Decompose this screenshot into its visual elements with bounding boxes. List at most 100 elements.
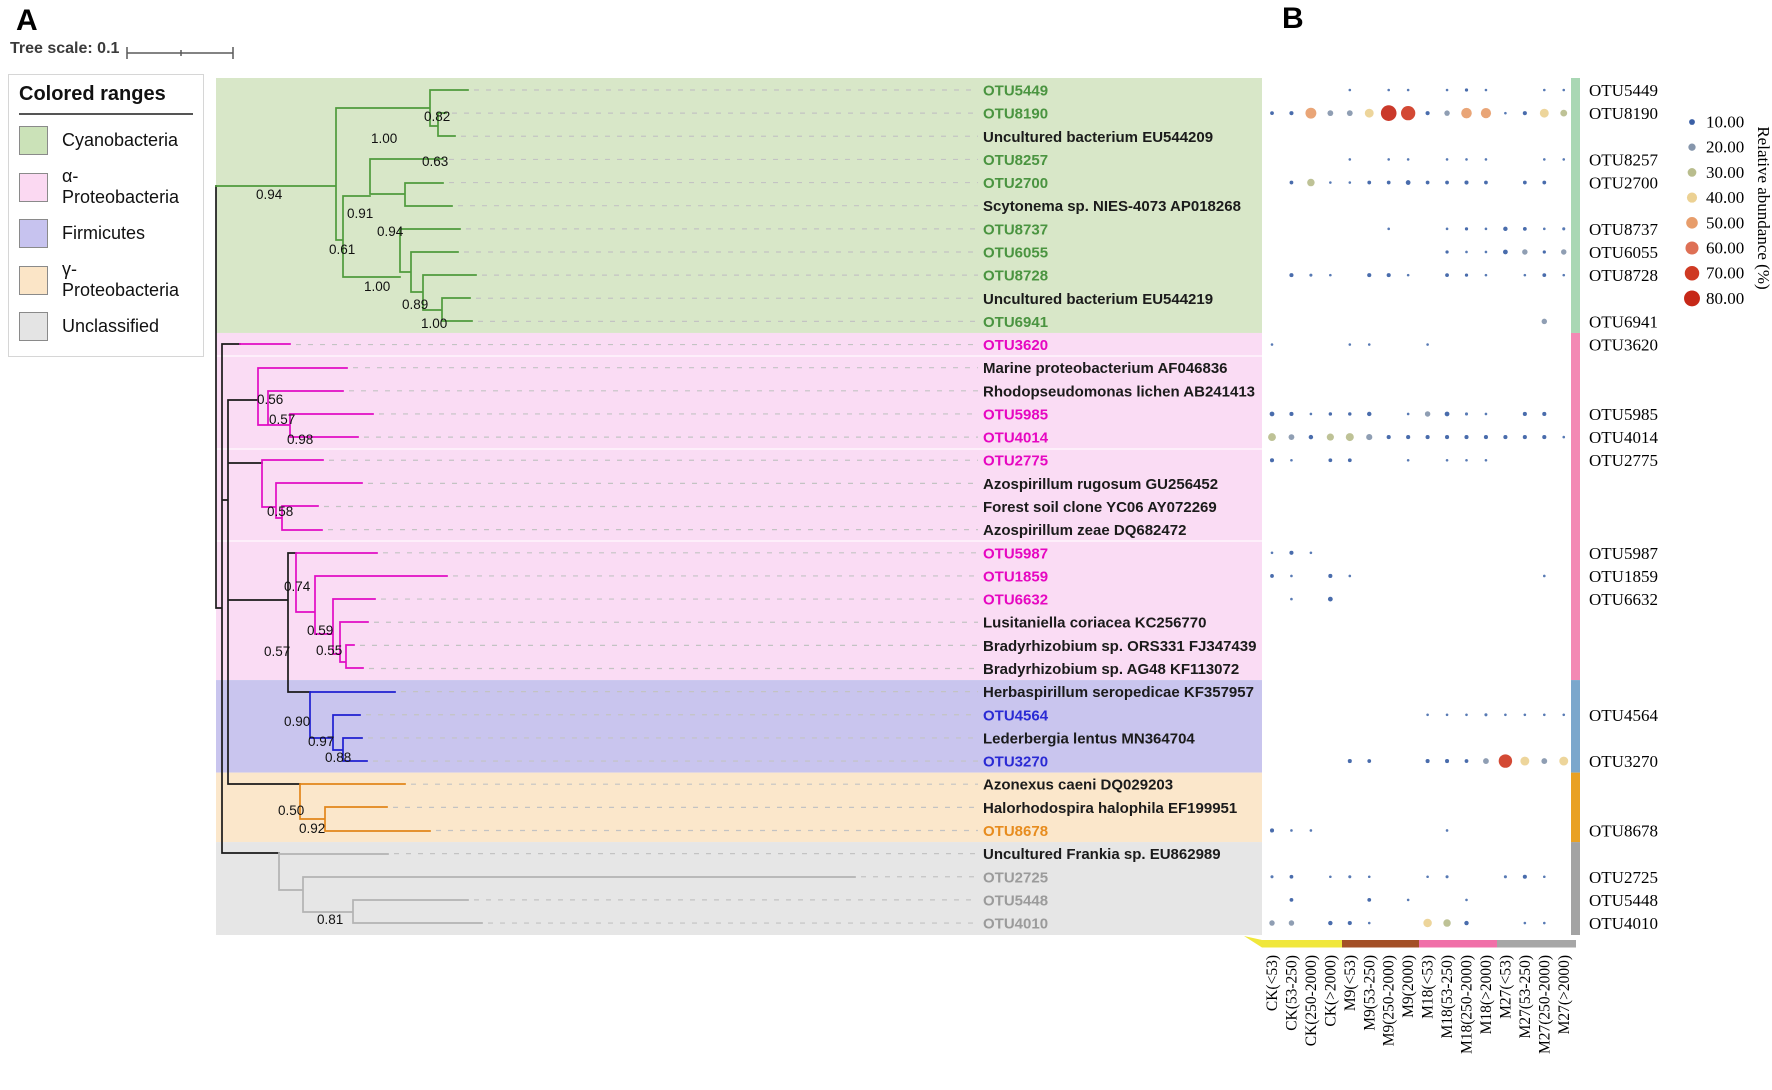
bubble [1347,759,1352,764]
bubble [1406,898,1410,902]
bubble [1348,412,1352,416]
bubble [1406,458,1410,462]
otu-row-label: OTU5987 [1589,544,1658,563]
bubble [1504,111,1507,115]
bubble [1445,180,1449,185]
bootstrap-value: 0.57 [269,412,295,427]
column-label: M18(>2000) [1478,955,1495,1034]
legend-item-cyanobacteria: Cyanobacteria [19,126,193,155]
tip-label: OTU2725 [983,869,1048,886]
bootstrap-value: 0.94 [377,224,404,239]
otu-row-label: OTU6055 [1589,243,1658,262]
bubble [1465,713,1468,717]
tip-label: OTU8678 [983,823,1048,840]
bootstrap-value: 0.97 [308,734,334,749]
otu-row-label: OTU2700 [1589,174,1658,193]
bubble [1406,273,1410,277]
bubble [1484,227,1488,231]
bubble [1484,88,1488,92]
tip-label: OTU5987 [983,545,1048,562]
bubble [1307,178,1315,187]
bubble [1406,435,1411,440]
bootstrap-value: 1.00 [364,279,390,294]
bubble [1328,412,1333,416]
bubble [1562,273,1566,277]
tip-label: OTU2700 [983,175,1048,192]
bootstrap-value: 0.57 [264,644,290,659]
abundance-legend-value: 60.00 [1706,239,1744,258]
bubble [1498,754,1513,768]
column-group-strip [1419,940,1497,948]
column-labels: CK(<53)CK(53-250)CK(250-2000)CK(>2000)M9… [1264,955,1573,1054]
bubble [1290,829,1293,832]
bubble [1348,88,1352,92]
legend-item-label: γ-Proteobacteria [62,259,180,300]
bubble [1445,713,1449,717]
bubble [1445,829,1449,832]
bubble [1562,435,1566,439]
unclassified-swatch [19,312,48,341]
bubble [1445,273,1449,277]
bubble [1562,88,1566,92]
bubble [1406,88,1410,92]
bubble [1464,227,1469,231]
column-label: M27(250-2000) [1536,955,1553,1054]
otu-row-label: OTU4010 [1589,914,1658,933]
bubble [1309,551,1313,555]
bubble [1539,108,1549,118]
bubble [1386,180,1391,185]
row-group-strip-Firmicutes [1571,680,1580,773]
column-label: M18(<53) [1420,955,1437,1019]
bubble [1348,158,1352,161]
bubble [1425,759,1430,764]
bubble [1483,435,1488,440]
column-label: M18(250-2000) [1459,955,1476,1054]
bubble [1541,318,1548,325]
leader-lines [296,89,978,924]
bubble [1559,756,1569,766]
bubble [1346,110,1353,117]
bootstrap-value: 0.88 [325,750,351,765]
bubble [1523,713,1527,717]
bubble [1380,105,1397,121]
tip-label: OTU3270 [983,754,1048,771]
bootstrap-value: 0.55 [316,643,342,658]
clade-black [215,185,311,854]
abundance-legend-title: Relative abundance (%) [1754,126,1772,289]
tip-label: OTU3620 [983,337,1048,354]
column-label: M9(2000) [1400,955,1417,1018]
bubble [1348,875,1352,879]
tip-label: Marine proteobacterium AF046836 [983,360,1228,377]
bubble [1348,181,1352,184]
bubble [1328,458,1333,463]
bubble [1541,758,1548,764]
bubble [1522,111,1527,116]
otu-row-label: OTU5448 [1589,891,1658,910]
bubble [1308,434,1314,440]
bubble [1386,273,1391,278]
tip-label: Uncultured bacterium EU544219 [983,291,1213,308]
tip-label: Forest soil clone YC06 AY072269 [983,499,1217,516]
bubble [1329,273,1332,277]
column-group-strip [1497,940,1576,948]
bubble [1464,412,1469,416]
bootstrap-value: 0.82 [424,109,450,124]
clade-magenta [239,343,448,669]
bootstrap-value: 0.91 [347,206,373,221]
bubble [1326,433,1334,441]
bootstrap-value: 0.59 [307,623,333,638]
otu-row-label: OTU8190 [1589,104,1658,123]
bubble [1480,108,1492,119]
abundance-legend-value: 70.00 [1706,264,1744,283]
bubble [1445,158,1449,161]
bubble [1289,550,1294,555]
tip-label: Uncultured Frankia sp. EU862989 [983,846,1221,863]
tip-label: Bradyrhizobium sp. AG48 KF113072 [983,661,1239,678]
bubble [1387,88,1390,92]
abundance-legend-value: 50.00 [1706,213,1744,232]
bootstrap-value: 0.50 [278,803,304,818]
tip-label: Uncultured bacterium EU544209 [983,129,1213,146]
bubble [1401,105,1416,121]
bubble [1270,875,1274,879]
